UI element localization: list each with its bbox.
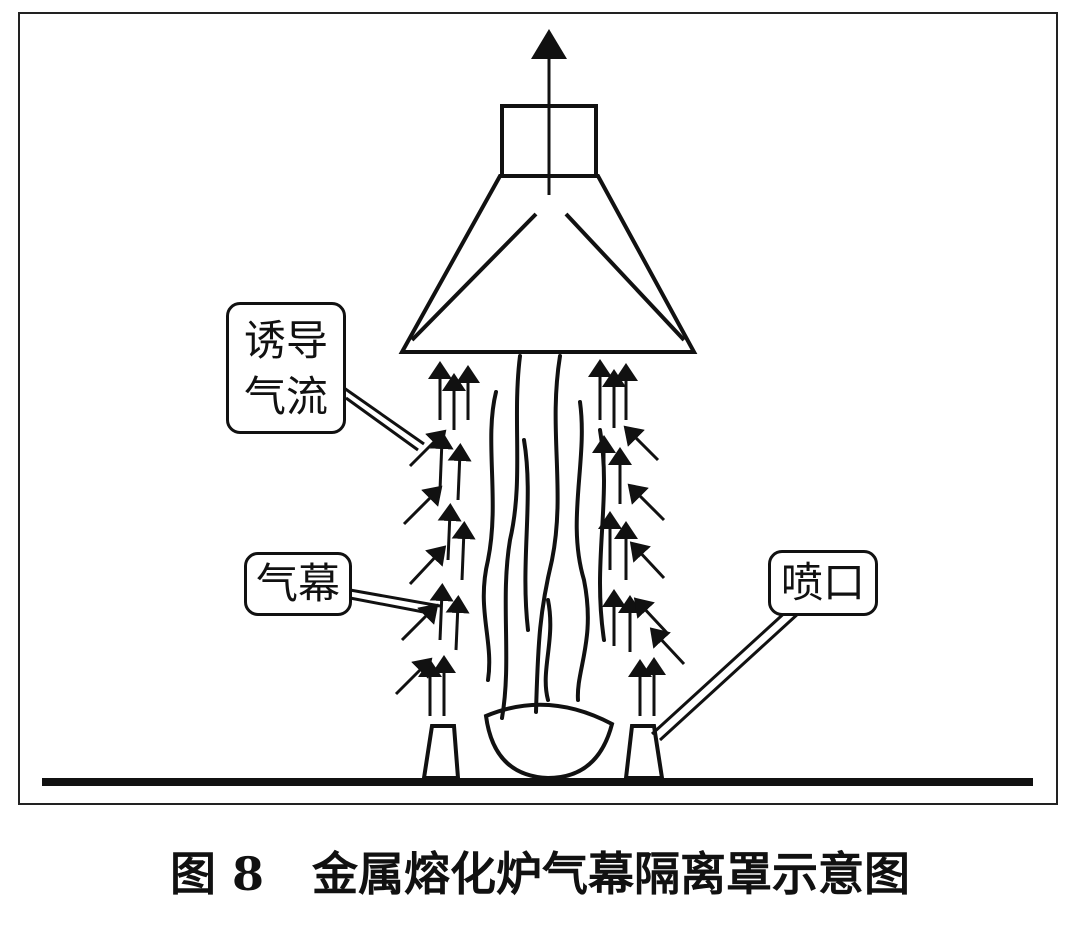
nozzle-label: 喷口 xyxy=(768,550,878,616)
nozzle-right xyxy=(623,724,665,780)
hood-cone xyxy=(398,174,698,354)
diagram-drawing xyxy=(42,29,1033,786)
induced-airflow-arrows xyxy=(394,425,686,696)
induced-airflow-label-line1: 诱导 xyxy=(243,316,328,365)
hood-inner-right xyxy=(564,212,686,342)
air-curtain-arrows xyxy=(418,359,666,716)
leader-lines xyxy=(343,386,802,742)
induced-airflow-label: 诱导 气流 xyxy=(226,302,346,434)
nozzle-left xyxy=(421,724,461,780)
air-curtain-label: 气幕 xyxy=(244,552,352,616)
induced-airflow-label-line2: 气流 xyxy=(243,372,328,421)
figure-caption: 图 8 金属熔化炉气幕隔离罩示意图 xyxy=(169,847,911,901)
fume-plume xyxy=(481,354,606,720)
crucible xyxy=(483,702,615,781)
hood-inner-left xyxy=(410,212,538,342)
diagram-frame xyxy=(18,12,1058,805)
